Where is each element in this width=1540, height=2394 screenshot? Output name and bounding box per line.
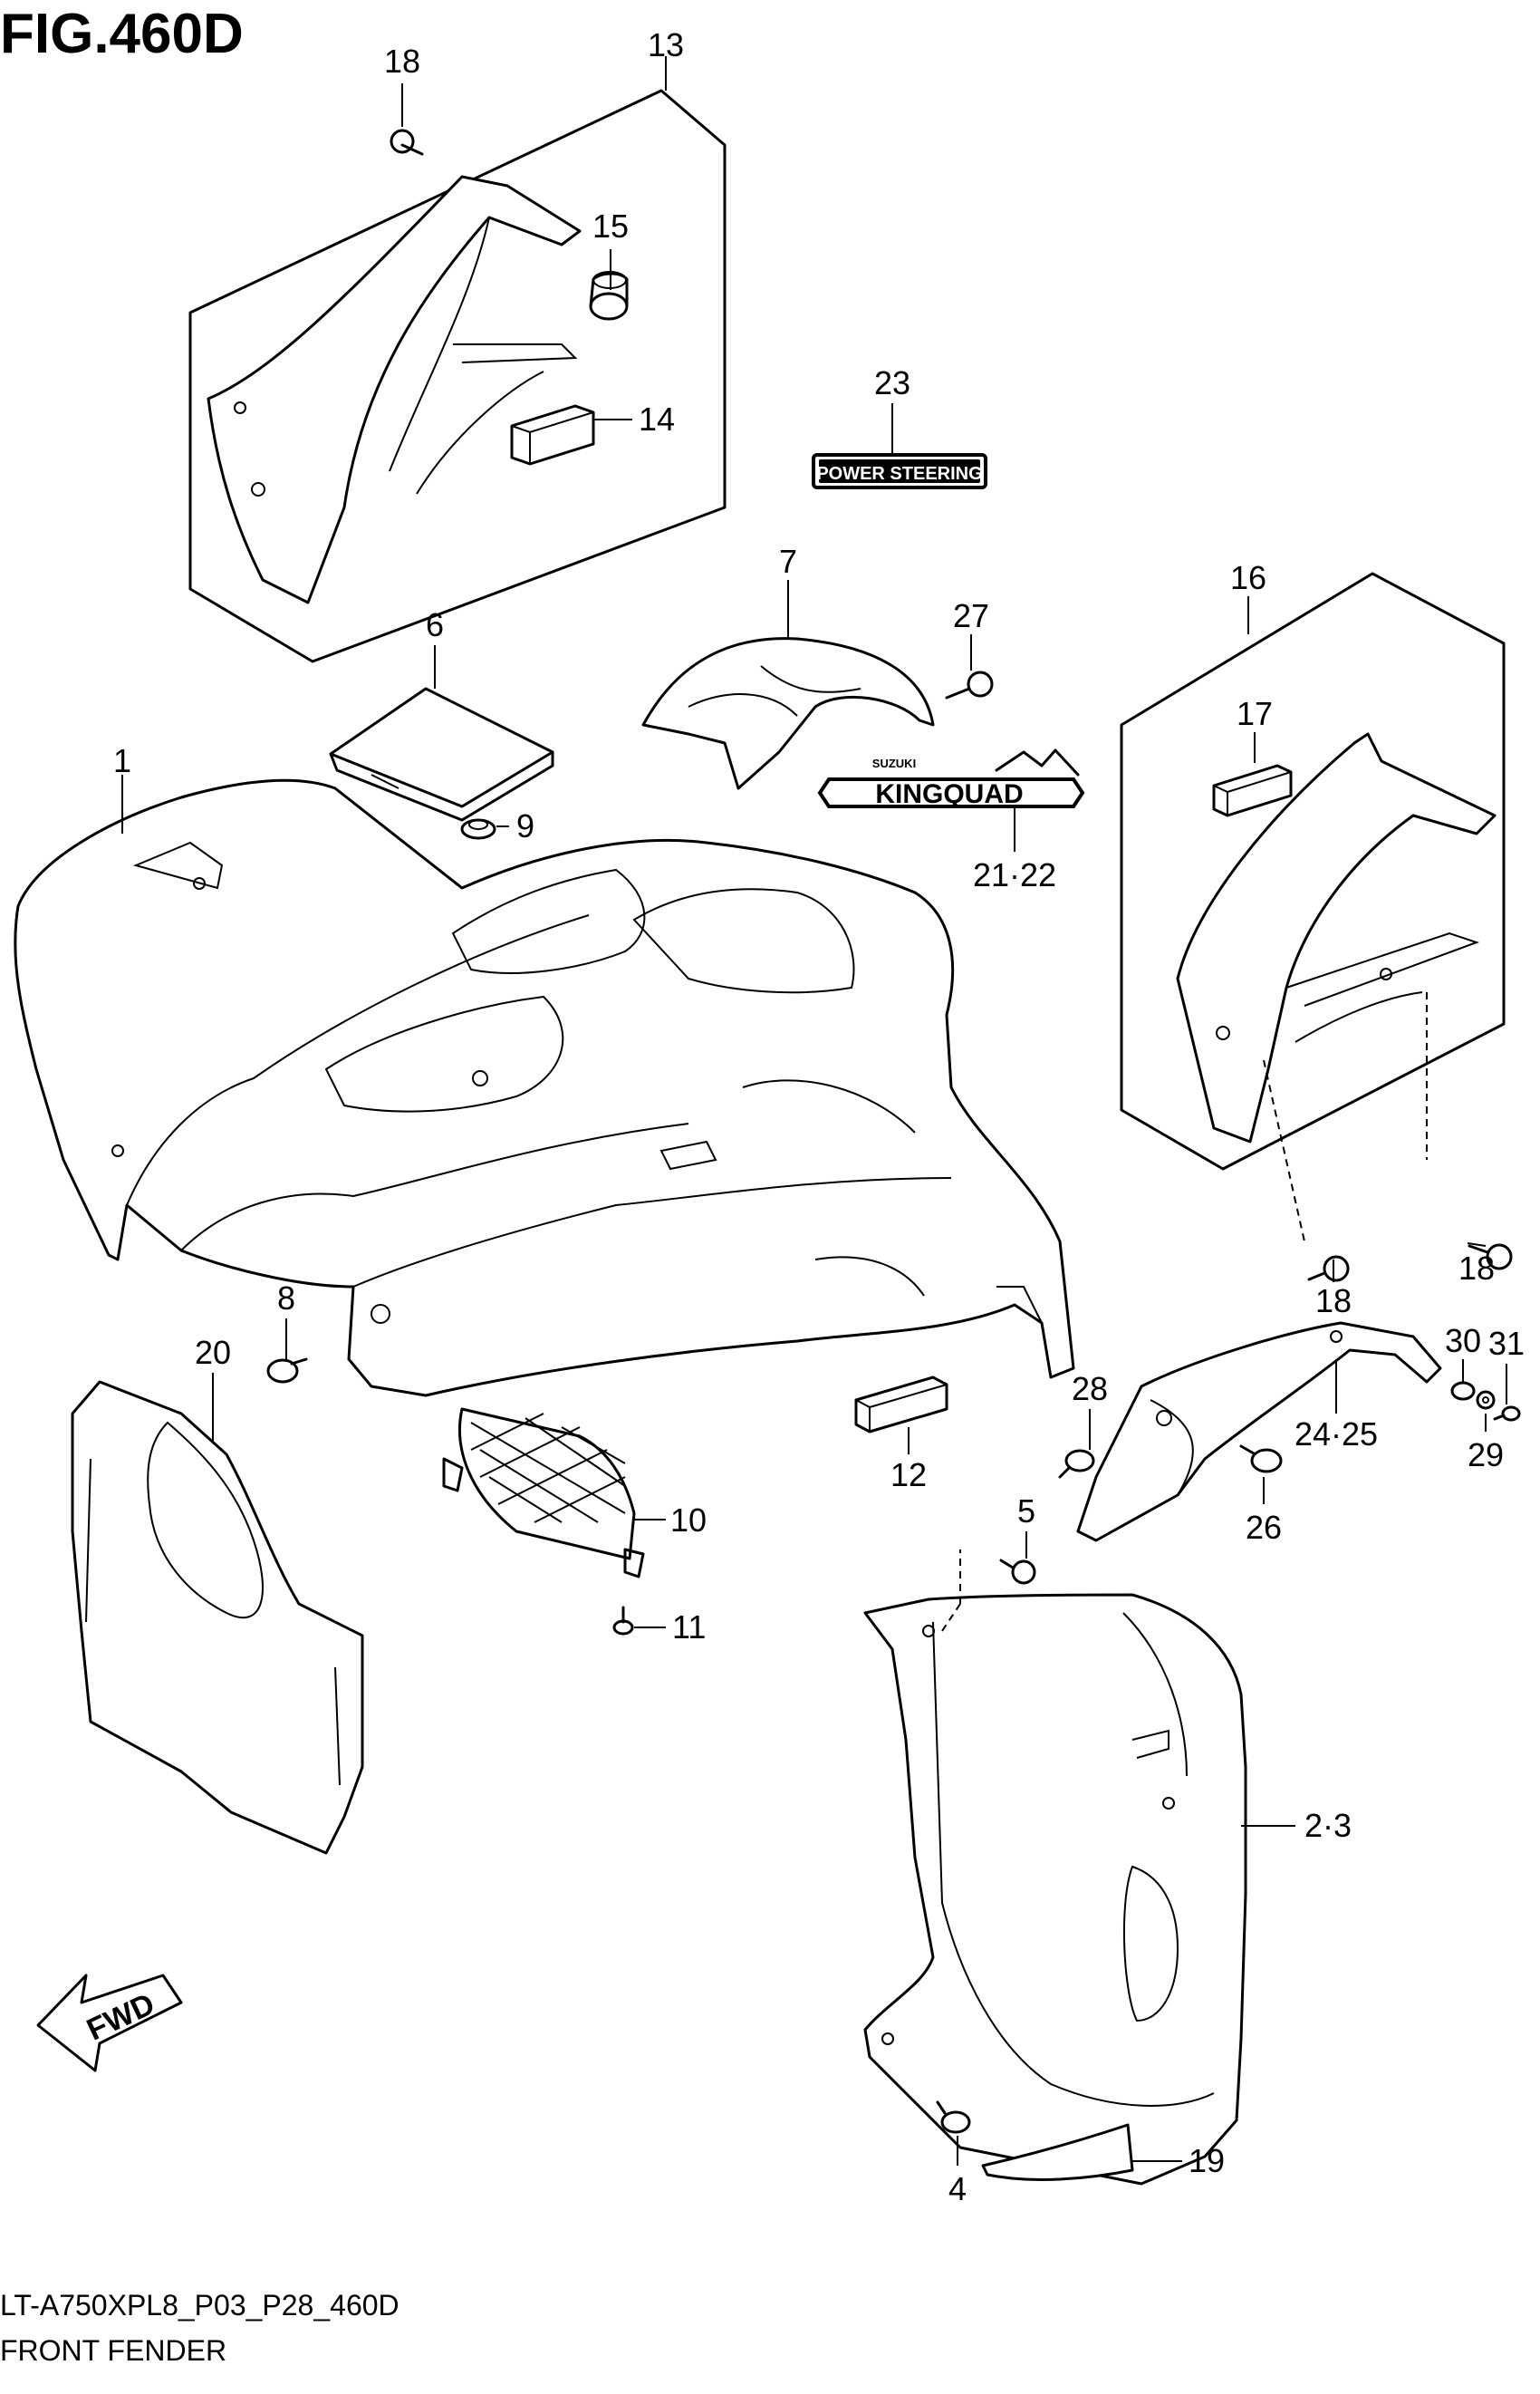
bolt-8: [266, 1357, 308, 1384]
part-20-panel: [71, 1380, 364, 1855]
pad-17: [1212, 764, 1293, 817]
callout-23: 23: [874, 364, 910, 401]
decal-kingquad-brand: SUZUKI: [872, 757, 916, 770]
callout-21-22: 21·22: [973, 856, 1056, 893]
part-10-grille: [442, 1407, 645, 1578]
part-19-strip: [981, 2123, 1134, 2181]
decal-kingquad: KINGQUAD SUZUKI: [817, 748, 1085, 809]
part-1-front-fender: [14, 778, 1075, 1397]
pad-14: [510, 404, 595, 466]
screw-11: [612, 1606, 634, 1636]
callout-13: 13: [648, 26, 684, 63]
part-24-25-bracket: [1076, 1321, 1442, 1542]
callout-18-top: 18: [384, 43, 420, 80]
figure-caption: FRONT FENDER: [0, 2334, 226, 2367]
callout-16: 16: [1230, 559, 1266, 596]
callout-18-mid: 18: [1315, 1282, 1352, 1319]
bolt-27: [945, 671, 994, 700]
decal-kingquad-text: KINGQUAD: [875, 779, 1023, 809]
callout-15: 15: [592, 208, 629, 245]
bolt-5: [999, 1559, 1036, 1585]
grommet-15: [589, 271, 629, 321]
callout-31: 31: [1488, 1325, 1525, 1362]
bolt-26: [1239, 1444, 1283, 1473]
bolt-31: [1493, 1405, 1521, 1422]
part-2-3-inner-fender: [863, 1549, 1247, 2186]
callout-6: 6: [426, 606, 444, 643]
bolt-28: [1058, 1449, 1095, 1479]
fwd-arrow: FWD: [36, 1974, 183, 2072]
washer-29: [1476, 1390, 1496, 1410]
callout-labels: 18 13 15 14 23 7 27 6 1 9 21·22 16 17 18…: [113, 26, 1525, 2207]
callout-1: 1: [113, 742, 131, 779]
inset-box-13: [188, 89, 727, 663]
bolt-18-top: [390, 129, 424, 156]
callout-14: 14: [639, 401, 675, 438]
bolt-18-mid: [1307, 1255, 1350, 1282]
callout-8: 8: [277, 1279, 295, 1317]
callout-10: 10: [670, 1501, 707, 1539]
callout-9: 9: [516, 807, 534, 845]
figure-code: LT-A750XPL8_P03_P28_460D: [0, 2289, 399, 2322]
decal-power-steering-text: POWER STEERING: [816, 464, 982, 484]
callout-17: 17: [1237, 695, 1273, 732]
part-6-lid: [329, 687, 554, 822]
callout-7: 7: [779, 543, 797, 580]
leader-lines: [121, 56, 1507, 2166]
callout-30: 30: [1445, 1322, 1481, 1359]
callout-28: 28: [1072, 1370, 1108, 1407]
callout-5: 5: [1017, 1492, 1035, 1530]
bolt-18-right: [1468, 1243, 1513, 1270]
callout-11: 11: [672, 1608, 706, 1646]
grommet-9: [460, 818, 496, 840]
callout-18-right: 18: [1458, 1250, 1495, 1287]
callout-20: 20: [195, 1334, 231, 1371]
callout-29: 29: [1468, 1436, 1504, 1473]
collar-30: [1450, 1381, 1476, 1401]
inset-box-16: [1120, 572, 1506, 1242]
callout-4: 4: [948, 2170, 967, 2207]
callout-26: 26: [1246, 1509, 1282, 1546]
bolt-4: [936, 2100, 971, 2134]
callout-19: 19: [1189, 2142, 1225, 2179]
decal-power-steering: POWER STEERING: [812, 453, 987, 489]
figure-title: FIG.460D: [0, 3, 244, 65]
callout-27: 27: [953, 597, 989, 634]
callout-12: 12: [890, 1456, 927, 1493]
part-7-cover: [641, 637, 935, 790]
pad-12: [854, 1376, 948, 1434]
callout-2-3: 2·3: [1304, 1807, 1352, 1844]
callout-24-25: 24·25: [1295, 1415, 1378, 1453]
